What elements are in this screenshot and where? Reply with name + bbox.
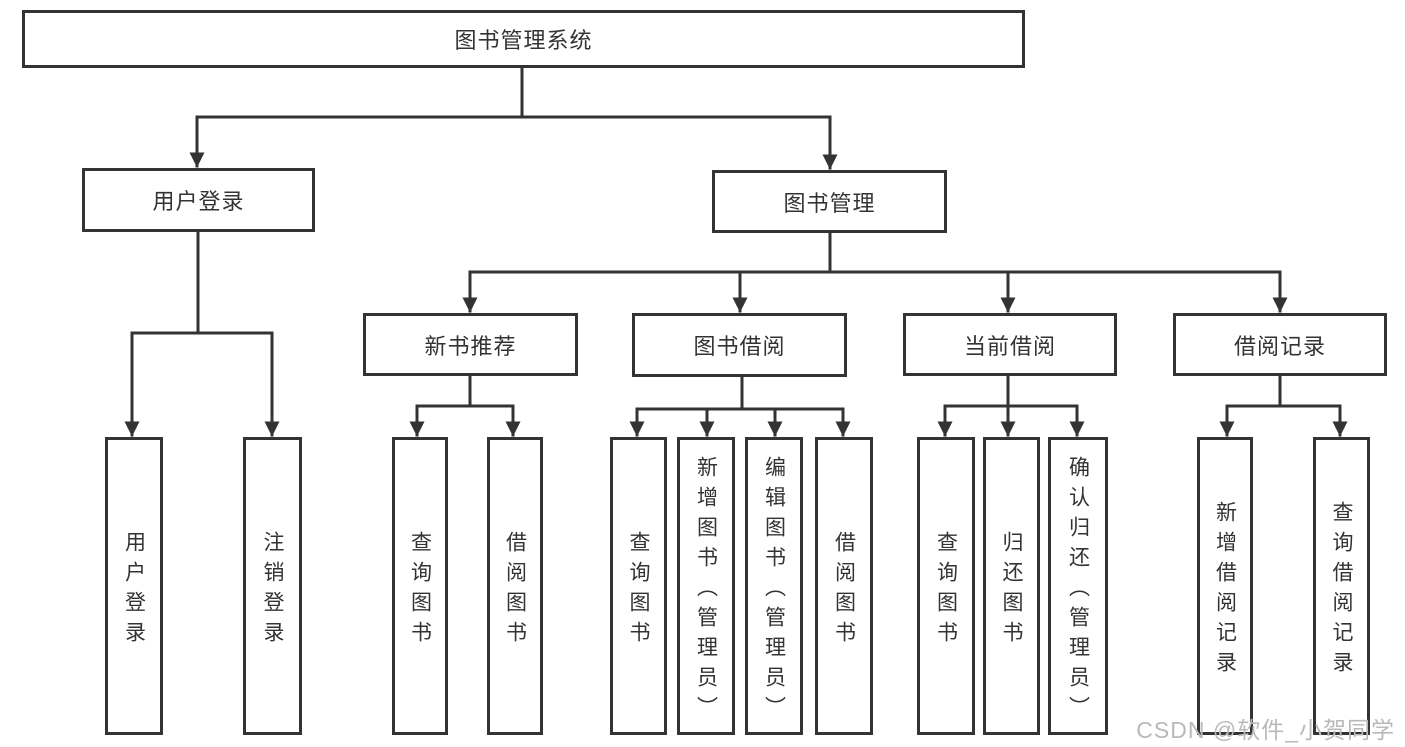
leaf-query-books-borrow: 查询图书 [610, 437, 667, 735]
leaf-confirm-return-admin: 确认归还（管理员） [1048, 437, 1108, 735]
connector-new-book-children [415, 374, 515, 408]
node-book-borrowing: 图书借阅 [632, 313, 847, 377]
leaf-query-borrow-record: 查询借阅记录 [1313, 437, 1370, 735]
leaf-add-borrow-record: 新增借阅记录 [1197, 437, 1253, 735]
leaf-borrow-books-recommend: 借阅图书 [487, 437, 543, 735]
node-book-management: 图书管理 [712, 170, 947, 233]
leaf-query-books-recommend: 查询图书 [392, 437, 448, 735]
leaf-borrow-books: 借阅图书 [815, 437, 873, 735]
node-user-login: 用户登录 [82, 168, 315, 232]
leaf-query-books-current: 查询图书 [917, 437, 975, 735]
node-library-management-system: 图书管理系统 [22, 10, 1025, 68]
leaf-return-books: 归还图书 [983, 437, 1040, 735]
connector-record-children [1225, 374, 1342, 408]
csdn-watermark: CSDN @软件_小贺同学 [1136, 717, 1395, 743]
node-current-borrowing: 当前借阅 [903, 313, 1117, 376]
connector-book-borrow-children [635, 375, 845, 411]
leaf-logout: 注销登录 [243, 437, 302, 735]
leaf-user-login: 用户登录 [105, 437, 163, 735]
connector-user-login-children [130, 230, 274, 335]
leaf-add-books-admin: 新增图书（管理员） [677, 437, 735, 735]
node-borrowing-records: 借阅记录 [1173, 313, 1387, 376]
connector-book-management-children [468, 231, 1282, 274]
connector-current-borrow-children [943, 374, 1079, 408]
leaf-edit-books-admin: 编辑图书（管理员） [745, 437, 803, 735]
connector-root-to-level2 [195, 66, 832, 119]
node-new-book-recommend: 新书推荐 [363, 313, 578, 376]
